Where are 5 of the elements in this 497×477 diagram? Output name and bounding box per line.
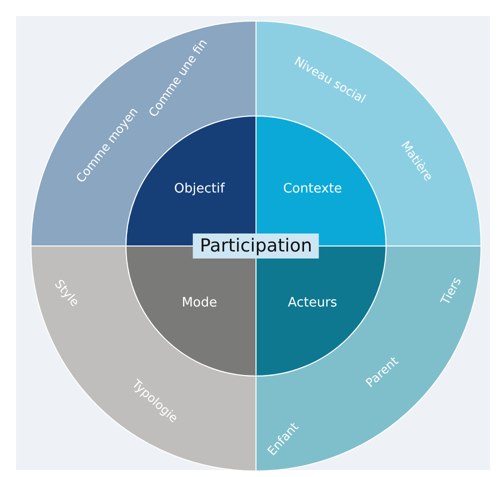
quadrant-label: Contexte xyxy=(283,182,342,197)
quadrant-label: Mode xyxy=(182,295,218,310)
quadrant-label: Acteurs xyxy=(288,295,338,310)
center-label: Participation xyxy=(192,234,320,258)
quadrant-label: Objectif xyxy=(174,182,225,197)
